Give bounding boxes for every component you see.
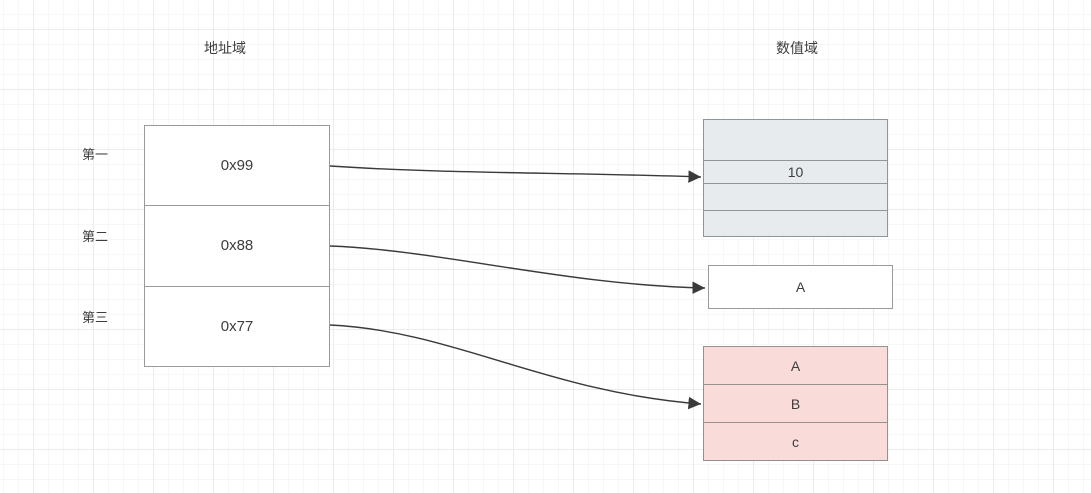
- address-cell-0x99[interactable]: 0x99: [220, 157, 254, 175]
- address-cell-0x77[interactable]: 0x77: [145, 285, 329, 366]
- pink-box-cell-B[interactable]: B: [704, 384, 887, 422]
- value-box-pink[interactable]: A B c: [703, 346, 888, 461]
- row-label-second[interactable]: 第二: [81, 229, 108, 244]
- gray-box-cell-empty-3[interactable]: [704, 210, 887, 236]
- arrow-0x77-to-B[interactable]: [329, 324, 702, 410]
- white-box-cell-A[interactable]: A: [795, 279, 806, 295]
- row-label-third[interactable]: 第三: [81, 310, 108, 325]
- value-box-gray[interactable]: 10: [703, 119, 888, 237]
- address-table[interactable]: 0x99 0x88 0x77: [144, 125, 330, 367]
- pink-box-cell-c[interactable]: c: [704, 422, 887, 460]
- arrow-0x88-to-A[interactable]: [329, 245, 706, 295]
- value-box-white[interactable]: A: [708, 265, 893, 309]
- value-domain-title[interactable]: 数值域: [776, 40, 818, 56]
- gray-box-cell-10[interactable]: 10: [704, 160, 887, 183]
- gray-box-cell-empty-2[interactable]: [704, 183, 887, 210]
- arrow-0x99-to-10[interactable]: [329, 165, 702, 183]
- pink-box-cell-A[interactable]: A: [790, 357, 801, 374]
- address-cell-0x88[interactable]: 0x88: [145, 205, 329, 285]
- row-label-first[interactable]: 第一: [81, 147, 108, 162]
- gray-box-cell-empty-1[interactable]: [704, 120, 887, 160]
- address-domain-title[interactable]: 地址域: [204, 40, 246, 56]
